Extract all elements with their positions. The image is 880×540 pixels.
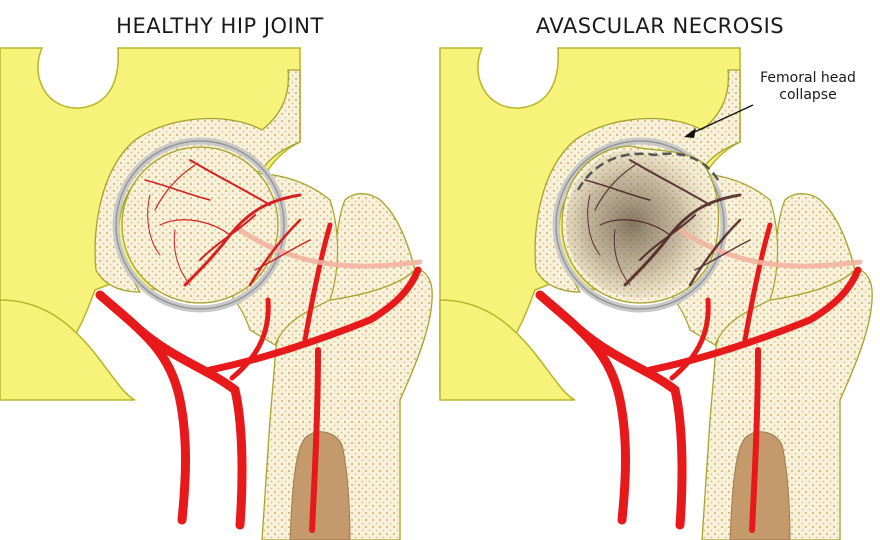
healthy-hip-title: HEALTHY HIP JOINT [116,14,324,38]
necrotic-area [566,150,713,298]
avascular-necrosis-title: AVASCULAR NECROSIS [535,14,785,38]
callout-arrowhead [684,128,696,138]
callout-line-1: Femoral head [760,70,856,86]
healthy-hip-illustration [0,47,433,540]
callout-arrow-line [687,104,754,136]
collapse-line [576,152,720,191]
femoral-head [121,146,279,304]
femoral-head-collapse-label: Femoral head collapse [748,70,868,104]
callout-line-2: collapse [779,87,837,103]
necrosis-hip-illustration [439,47,873,540]
